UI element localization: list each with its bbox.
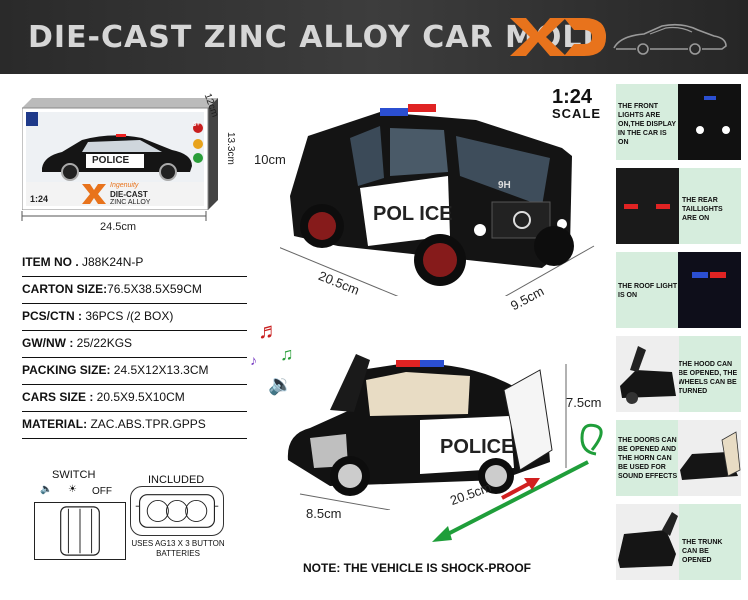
spec-row-gw-nw: GW/NW : 25/22KGS: [22, 334, 247, 358]
battery-pack-image: [130, 486, 224, 536]
feature-text-doors-horn: THE DOORS CAN BE OPENED AND THE HORN CAN…: [618, 437, 678, 480]
side-car-width-label: 8.5cm: [306, 506, 342, 521]
box-police-label: POLICE: [92, 155, 130, 166]
roof-light-photo: [678, 252, 741, 328]
music-note-red-icon: ♬: [258, 318, 280, 343]
main-car-door-text: 9H: [498, 180, 511, 191]
main-car-height-label: 10cm: [254, 152, 286, 167]
speaker-icon: 🔈: [40, 484, 53, 495]
music-note-purple-icon: ♪: [250, 352, 257, 368]
switch-title: SWITCH: [52, 469, 96, 481]
doors-open-photo: [678, 420, 741, 496]
sedan-police-car-image: [287, 354, 567, 510]
box-brand-line2: DIE-CAST: [110, 190, 148, 199]
suv-police-car-image: [280, 104, 595, 296]
feature-trunk: THE TRUNK CAN BE OPENED: [616, 504, 741, 580]
included-title: INCLUDED: [148, 474, 205, 486]
feature-rear-taillights: THE REAR TAILLIGHTS ARE ON: [616, 168, 741, 244]
spec-row-packing-size: PACKING SIZE: 24.5X12X13.3CM: [22, 361, 247, 385]
trunk-open-photo: [616, 504, 679, 580]
box-height-label: 13.3cm: [225, 132, 236, 165]
music-note-green-icon: ♫: [280, 344, 294, 364]
page-title: DIE-CAST ZINC ALLOY CAR MOLD: [28, 20, 609, 55]
feature-hood-wheels: THE HOOD CAN BE OPENED, THE WHEELS CAN B…: [616, 336, 741, 412]
feature-text-roof-light: THE ROOF LIGHT IS ON: [618, 283, 678, 299]
hood-open-photo: [616, 336, 679, 412]
xd-logo: XD: [510, 18, 606, 56]
motion-arrows: [432, 423, 603, 542]
side-car-height-label: 7.5cm: [566, 395, 602, 410]
feature-doors-horn: THE DOORS CAN BE OPENED AND THE HORN CAN…: [616, 420, 741, 496]
packaging-box-image: [22, 98, 218, 210]
spec-row-pcs-ctn: PCS/CTN : 36PCS /(2 BOX): [22, 307, 247, 331]
spec-row-carton-size: CARTON SIZE:76.5X38.5X59CM: [22, 280, 247, 304]
light-icon: ☀: [68, 484, 77, 495]
box-brand-line1: Ingenuity: [110, 182, 139, 189]
brand-mark-text: XD: [558, 43, 560, 45]
switch-slider-image: [34, 502, 126, 560]
box-width-label: 24.5cm: [100, 221, 137, 233]
feature-text-rear-taillights: THE REAR TAILLIGHTS ARE ON: [682, 197, 723, 222]
spec-row-material: MATERIAL: ZAC.ABS.TPR.GPPS: [22, 415, 247, 439]
feature-roof-light: THE ROOF LIGHT IS ON: [616, 252, 741, 328]
speaker-sound-icon: 🔉: [268, 374, 293, 396]
spec-row-cars-size: CARS SIZE : 20.5X9.5X10CM: [22, 388, 247, 412]
scale-word: SCALE: [552, 106, 602, 121]
scale-number: 1:24: [552, 86, 593, 108]
main-car-police-text: POL ICE: [373, 203, 453, 225]
box-age-badge: 3+: [193, 122, 200, 128]
shock-proof-note: NOTE: THE VEHICLE IS SHOCK-PROOF: [303, 561, 532, 575]
car-silhouette-icon: [613, 23, 727, 55]
spec-list: ITEM NO . J88K24N-P CARTON SIZE:76.5X38.…: [22, 253, 247, 442]
battery-note: USES AG13 X 3 BUTTON BATTERIES: [131, 539, 225, 558]
switch-off-label: OFF: [92, 486, 112, 497]
feature-text-front-lights: THE FRONT LIGHTS ARE ON,THE DISPLAY IN T…: [618, 103, 676, 146]
header-banner: DIE-CAST ZINC ALLOY CAR MOLD XD: [0, 0, 748, 74]
box-brand-line3: ZINC ALLOY: [110, 199, 151, 206]
spec-row-item-no: ITEM NO . J88K24N-P: [22, 253, 247, 277]
feature-front-lights: THE FRONT LIGHTS ARE ON,THE DISPLAY IN T…: [616, 84, 741, 160]
box-width-dimension-line: [21, 211, 207, 221]
switch-mode-row: 🔈 ☀ OFF: [38, 484, 128, 500]
feature-text-hood-wheels: THE HOOD CAN BE OPENED, THE WHEELS CAN B…: [678, 361, 738, 395]
front-lights-photo: [678, 84, 741, 160]
feature-text-trunk: THE TRUNK CAN BE OPENED: [682, 539, 723, 564]
rear-taillights-photo: [616, 168, 679, 244]
box-scale-label: 1:24: [30, 194, 49, 204]
side-car-police-text: POLICE: [440, 436, 515, 458]
